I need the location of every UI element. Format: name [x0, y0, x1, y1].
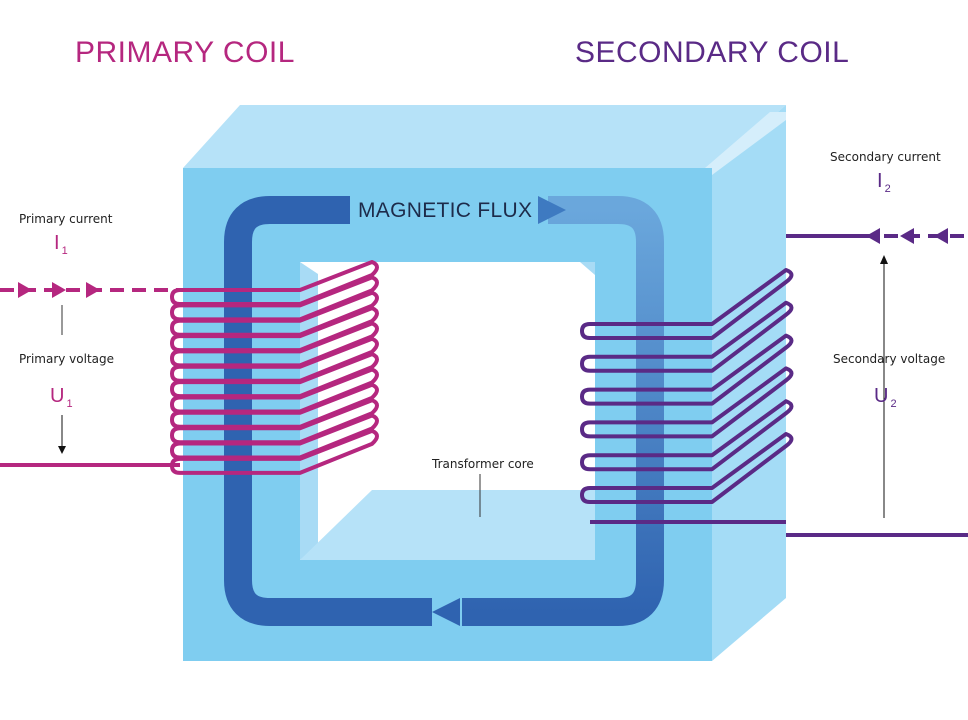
primary-winding-turn: [170, 275, 379, 322]
secondary-voltage-label: Secondary voltage: [833, 352, 946, 366]
secondary-winding-turn: [580, 366, 794, 439]
secondary-voltage-arrowhead: [880, 255, 888, 264]
secondary-winding-turn: [580, 432, 794, 504]
primary-coil-heading: PRIMARY COIL: [75, 36, 295, 69]
secondary-leads: [786, 228, 968, 537]
flux-arrowhead-bottom: [432, 598, 460, 626]
primary-winding-turn: [170, 306, 379, 353]
primary-winding-turn: [170, 321, 379, 368]
primary-current-arrow-3: [86, 282, 100, 298]
core-top-face: [183, 105, 786, 168]
flux-arrowhead-top: [538, 196, 566, 224]
secondary-coil-heading: SECONDARY COIL: [575, 36, 850, 69]
primary-coil-windings: [170, 260, 379, 475]
primary-winding-turn: [170, 367, 379, 414]
primary-winding-turn: [170, 290, 379, 337]
primary-voltage-arrowhead: [58, 446, 66, 454]
secondary-coil-windings: [580, 268, 794, 524]
primary-winding-turn: [170, 398, 379, 445]
primary-winding-turn: [170, 382, 379, 429]
magnetic-flux-label: MAGNETIC FLUX: [358, 199, 533, 222]
primary-winding-turn: [170, 260, 379, 306]
secondary-winding-turn: [580, 300, 794, 373]
primary-winding-turn: [170, 428, 379, 475]
transformer-core: [183, 105, 786, 661]
core-top-highlight: [705, 112, 786, 175]
primary-leads: [0, 282, 180, 467]
secondary-current-arrow-1: [866, 228, 880, 244]
transformer-core-label: Transformer core: [432, 457, 534, 471]
flux-top-right: [462, 196, 664, 626]
secondary-winding-turn: [580, 399, 794, 472]
core-window-bottom-face: [300, 490, 595, 560]
secondary-winding-turn: [580, 268, 794, 340]
primary-winding-turn: [170, 352, 379, 399]
secondary-current-label: Secondary current: [830, 150, 941, 164]
primary-winding-turn: [170, 413, 379, 460]
secondary-winding-turn: [580, 333, 794, 406]
primary-voltage-label: Primary voltage: [19, 352, 115, 366]
primary-winding-turn: [170, 336, 379, 383]
secondary-current-arrow-3: [934, 228, 948, 244]
secondary-current-arrow-2: [900, 228, 914, 244]
primary-current-label: Primary current: [19, 212, 113, 226]
core-window-top-bevel: [580, 262, 595, 275]
primary-current-arrow-2: [52, 282, 66, 298]
primary-current-arrow-1: [18, 282, 32, 298]
